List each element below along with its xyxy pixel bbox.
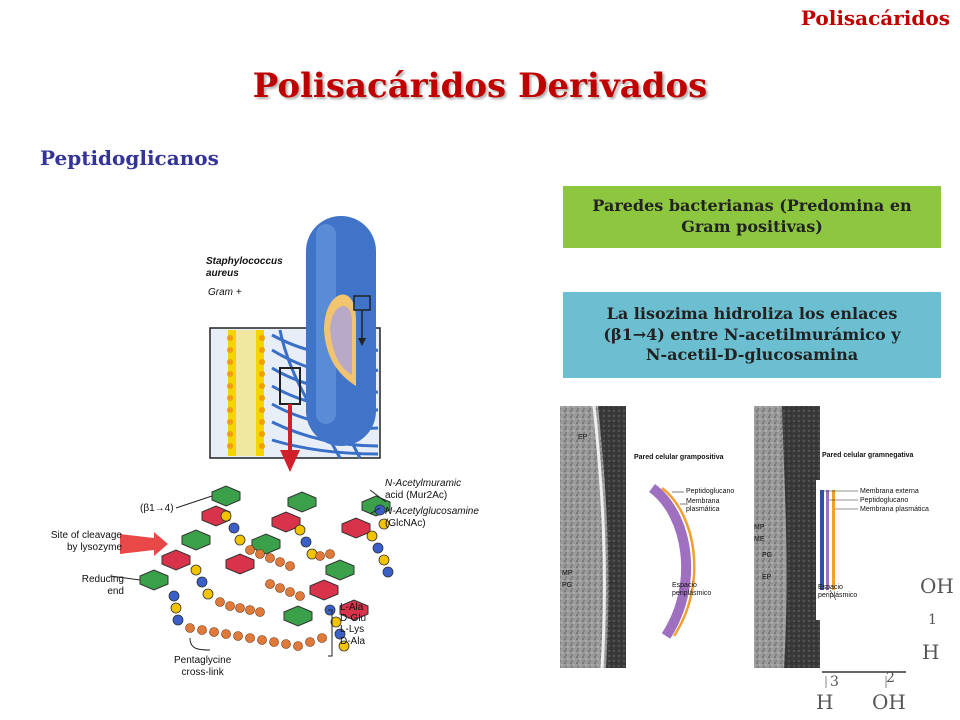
neg-outer-label: Membrana externa (860, 488, 919, 495)
gram-label: Gram + (208, 287, 242, 298)
neg-ep-label: EP (762, 574, 772, 581)
pos-pg-short-label: PG (562, 582, 573, 589)
info-box-lysozyme-line3: N-acetil-D-glucosamina (645, 345, 859, 365)
pos-membrane-band (661, 487, 696, 637)
pos-mp-label: MP (562, 570, 573, 577)
info-box-bacterial-walls-line1: Paredes bacterianas (Predomina en (592, 196, 912, 216)
neg-title: Pared celular gramnegativa (822, 452, 914, 459)
neg-pg-label: Peptidoglucano (860, 497, 909, 504)
page-title: Polisacáridos Derivados (252, 66, 708, 106)
neg-pm-label: Membrana plasmática (860, 506, 929, 513)
neg-plasma-membrane-band (832, 490, 835, 590)
corner-oh-bottom: OH (872, 690, 906, 714)
section-tag: Polisacáridos (800, 6, 950, 30)
neg-peptidoglycan-band (826, 490, 829, 590)
bond-label: (β1→4) (140, 503, 174, 514)
micrographs (560, 405, 936, 669)
neg-pg-short-label: PG (762, 552, 773, 559)
pos-pg-label: Peptidoglucano (686, 488, 735, 495)
glycan-chain (139, 485, 391, 627)
neg-outer-membrane-band (820, 490, 824, 590)
pentaglycine-bridges (185, 545, 335, 651)
info-box-bacterial-walls-line2: Gram positivas) (681, 217, 823, 236)
pos-title: Pared celular grampositiva (634, 454, 724, 461)
info-box-bacterial-walls: Paredes bacterianas (Predomina en Gram p… (563, 186, 941, 248)
info-box-lysozyme-line1: La lisozima hidroliza los enlaces (606, 303, 898, 323)
pos-ep-label: EP (578, 434, 588, 441)
cleavage-arrow (120, 532, 168, 556)
corner-h-mid: H (922, 640, 940, 664)
corner-two: 2 (886, 670, 895, 686)
page-subtitle: Peptidoglicanos (40, 146, 219, 170)
leader-lines (109, 489, 387, 657)
corner-oh-top: OH (920, 574, 954, 598)
corner-one: 1 (928, 612, 937, 628)
corner-three: 3 (830, 674, 839, 690)
neg-mp-label: MP (754, 524, 765, 531)
info-box-lysozyme-line2: (β1→4) entre N-acetilmurámico y (603, 324, 901, 344)
membrane-bilayer (227, 330, 265, 456)
corner-h-bottom: H (816, 690, 834, 714)
pos-peptidoglycan-band (648, 483, 692, 639)
info-box-lysozyme: La lisozima hidroliza los enlaces (β1→4)… (563, 292, 941, 378)
peptidoglycan-figure (109, 216, 394, 657)
bacterium-cell (306, 216, 376, 446)
corner-bond-lines (822, 671, 906, 688)
peptide-beads (168, 504, 394, 652)
glcnac-label: N-Acetylglucosamine(GlcNAc) (385, 506, 479, 529)
neg-me-label: ME (754, 536, 765, 543)
